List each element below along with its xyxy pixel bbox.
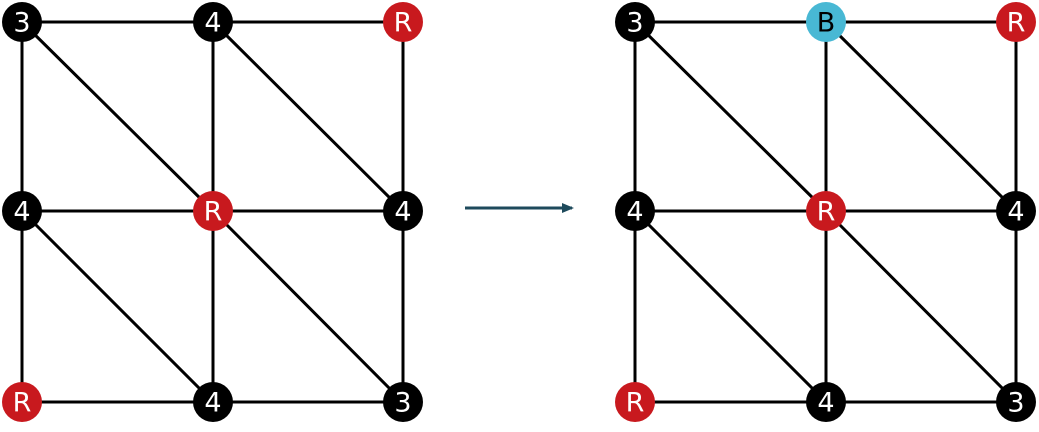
before-node-c-label: R	[394, 8, 413, 39]
after-node-d-label: 4	[626, 197, 643, 228]
before-node-h-circle	[193, 382, 233, 422]
before-node-c: R	[383, 2, 423, 42]
after-node-h: 4	[806, 382, 846, 422]
before-node-g-circle	[2, 382, 42, 422]
after-edge-d-h	[633, 209, 828, 404]
before-node-i-label: 3	[394, 388, 411, 419]
before-node-b: 4	[193, 2, 233, 42]
after-node-h-label: 4	[817, 388, 834, 419]
after-node-d-circle	[615, 191, 655, 231]
after-node-i-circle	[996, 382, 1036, 422]
before-node-i-circle	[383, 382, 423, 422]
after-node-e-circle	[806, 191, 846, 231]
before-node-h: 4	[193, 382, 233, 422]
after-node-g: R	[615, 382, 655, 422]
after-node-a-label: 3	[626, 8, 643, 39]
after-node-a: 3	[615, 2, 655, 42]
after-edge-a-e	[633, 20, 828, 213]
after-node-e: R	[806, 191, 846, 231]
after-node-f-circle	[996, 191, 1036, 231]
before-node-f-label: 4	[394, 197, 411, 228]
before-node-d-circle	[2, 191, 42, 231]
before-node-g: R	[2, 382, 42, 422]
after-node-g-circle	[615, 382, 655, 422]
before-graph-edges	[20, 20, 405, 404]
after-edge-b-f	[824, 20, 1018, 213]
after-graph-edges	[633, 20, 1018, 404]
before-node-b-label: 4	[204, 8, 221, 39]
before-node-g-label: R	[13, 388, 32, 419]
before-edge-a-e	[20, 20, 215, 213]
after-node-a-circle	[615, 2, 655, 42]
after-node-b: B	[806, 2, 846, 42]
after-node-b-circle	[806, 2, 846, 42]
before-node-c-circle	[383, 2, 423, 42]
after-node-f: 4	[996, 191, 1036, 231]
before-node-e: R	[193, 191, 233, 231]
before-edge-e-i	[211, 209, 405, 404]
before-node-i: 3	[383, 382, 423, 422]
before-node-a-circle	[2, 2, 42, 42]
after-node-i: 3	[996, 382, 1036, 422]
after-node-f-label: 4	[1007, 197, 1024, 228]
after-edge-e-i	[824, 209, 1018, 404]
before-edge-b-f	[211, 20, 405, 213]
after-node-i-label: 3	[1007, 388, 1024, 419]
before-edge-d-h	[20, 209, 215, 404]
before-node-d: 4	[2, 191, 42, 231]
after-node-c-label: R	[1007, 8, 1026, 39]
before-node-a: 3	[2, 2, 42, 42]
before-node-e-label: R	[204, 197, 223, 228]
after-node-e-label: R	[817, 197, 836, 228]
after-node-c-circle	[996, 2, 1036, 42]
before-node-h-label: 4	[204, 388, 221, 419]
before-node-a-label: 3	[13, 8, 30, 39]
after-node-h-circle	[806, 382, 846, 422]
before-node-d-label: 4	[13, 197, 30, 228]
after-node-g-label: R	[626, 388, 645, 419]
before-node-e-circle	[193, 191, 233, 231]
before-node-f-circle	[383, 191, 423, 231]
after-node-d: 4	[615, 191, 655, 231]
after-node-b-label: B	[817, 8, 836, 39]
after-node-c: R	[996, 2, 1036, 42]
before-node-f: 4	[383, 191, 423, 231]
before-node-b-circle	[193, 2, 233, 42]
